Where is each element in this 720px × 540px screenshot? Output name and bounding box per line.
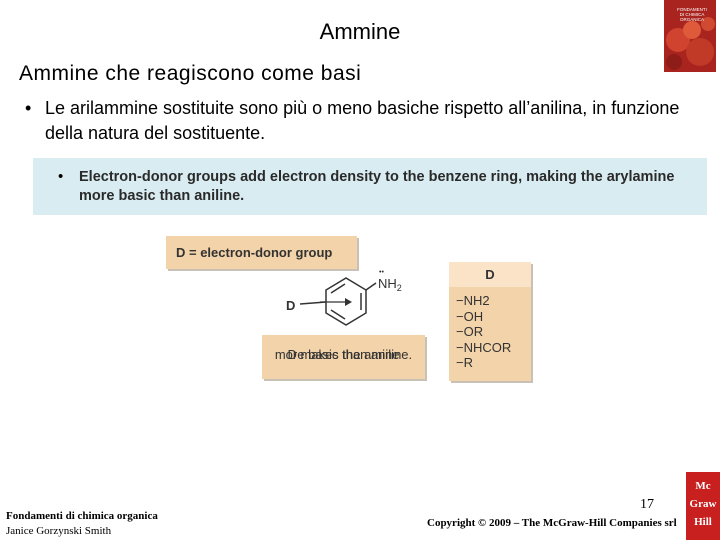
publisher-logo: Mc Graw Hill [686, 472, 720, 540]
page-number: 17 [640, 497, 654, 512]
substituent-row: −OR [456, 324, 484, 339]
substituent-row: −R [456, 355, 473, 370]
amine-group-label: NH2 [378, 276, 402, 293]
footer-book-info: Fondamenti di chimica organica Janice Go… [6, 509, 158, 539]
footer-book-title: Fondamenti di chimica organica [6, 510, 158, 522]
substituent-row: −OH [456, 308, 484, 324]
book-cover-title-2: DI CHIMICA [680, 12, 705, 17]
caption-box: D makes the amine more basic than anilin… [262, 335, 425, 379]
slide-title: Ammine [319, 19, 401, 44]
legend-label: D = electron-donor group [176, 245, 333, 260]
book-cover-title-3: ORGANICA [680, 17, 704, 22]
book-cover-image: FONDAMENTI DI CHIMICA ORGANICA [664, 0, 716, 72]
substituent-row: −NH2 [456, 293, 490, 308]
logo-line-1: Mc [695, 480, 711, 492]
arylamine-structure: D •• NH2 [262, 266, 422, 343]
bullet-dot: • [25, 98, 32, 118]
substituent-table: D −NH2 −OH −OR −NHCOR −R [449, 262, 531, 381]
note-text: Electron-donor groups add electron densi… [79, 169, 675, 204]
note-panel: • Electron-donor groups add electron den… [33, 158, 707, 215]
logo-line-2: Graw [689, 498, 717, 510]
lone-pair-dots: •• [379, 269, 384, 276]
book-cover-title-1: FONDAMENTI [677, 7, 707, 12]
bullet-item: • Le arilammine sostituite sono più o me… [25, 96, 695, 146]
caption-line-2: more basic than aniline. [274, 347, 413, 362]
slide-subtitle: Ammine che reagiscono come basi [19, 62, 362, 85]
substituent-row: −NHCOR [456, 339, 512, 355]
substituent-d-label: D [286, 298, 295, 313]
note-bullet-dot: • [58, 168, 64, 185]
footer-author: Janice Gorzynski Smith [6, 525, 112, 537]
copyright-notice: Copyright © 2009 – The McGraw-Hill Compa… [427, 517, 677, 529]
bullet-text: Le arilammine sostituite sono più o meno… [45, 98, 680, 143]
substituent-table-header: D [449, 262, 531, 287]
logo-line-3: Hill [694, 516, 712, 528]
substituent-list: −NH2 −OH −OR −NHCOR −R [456, 293, 511, 371]
caption-line-1: D makes the amine [287, 347, 400, 362]
caption-text: D makes the amine more basic than anilin… [262, 341, 425, 362]
legend-box: D = electron-donor group [166, 236, 357, 269]
